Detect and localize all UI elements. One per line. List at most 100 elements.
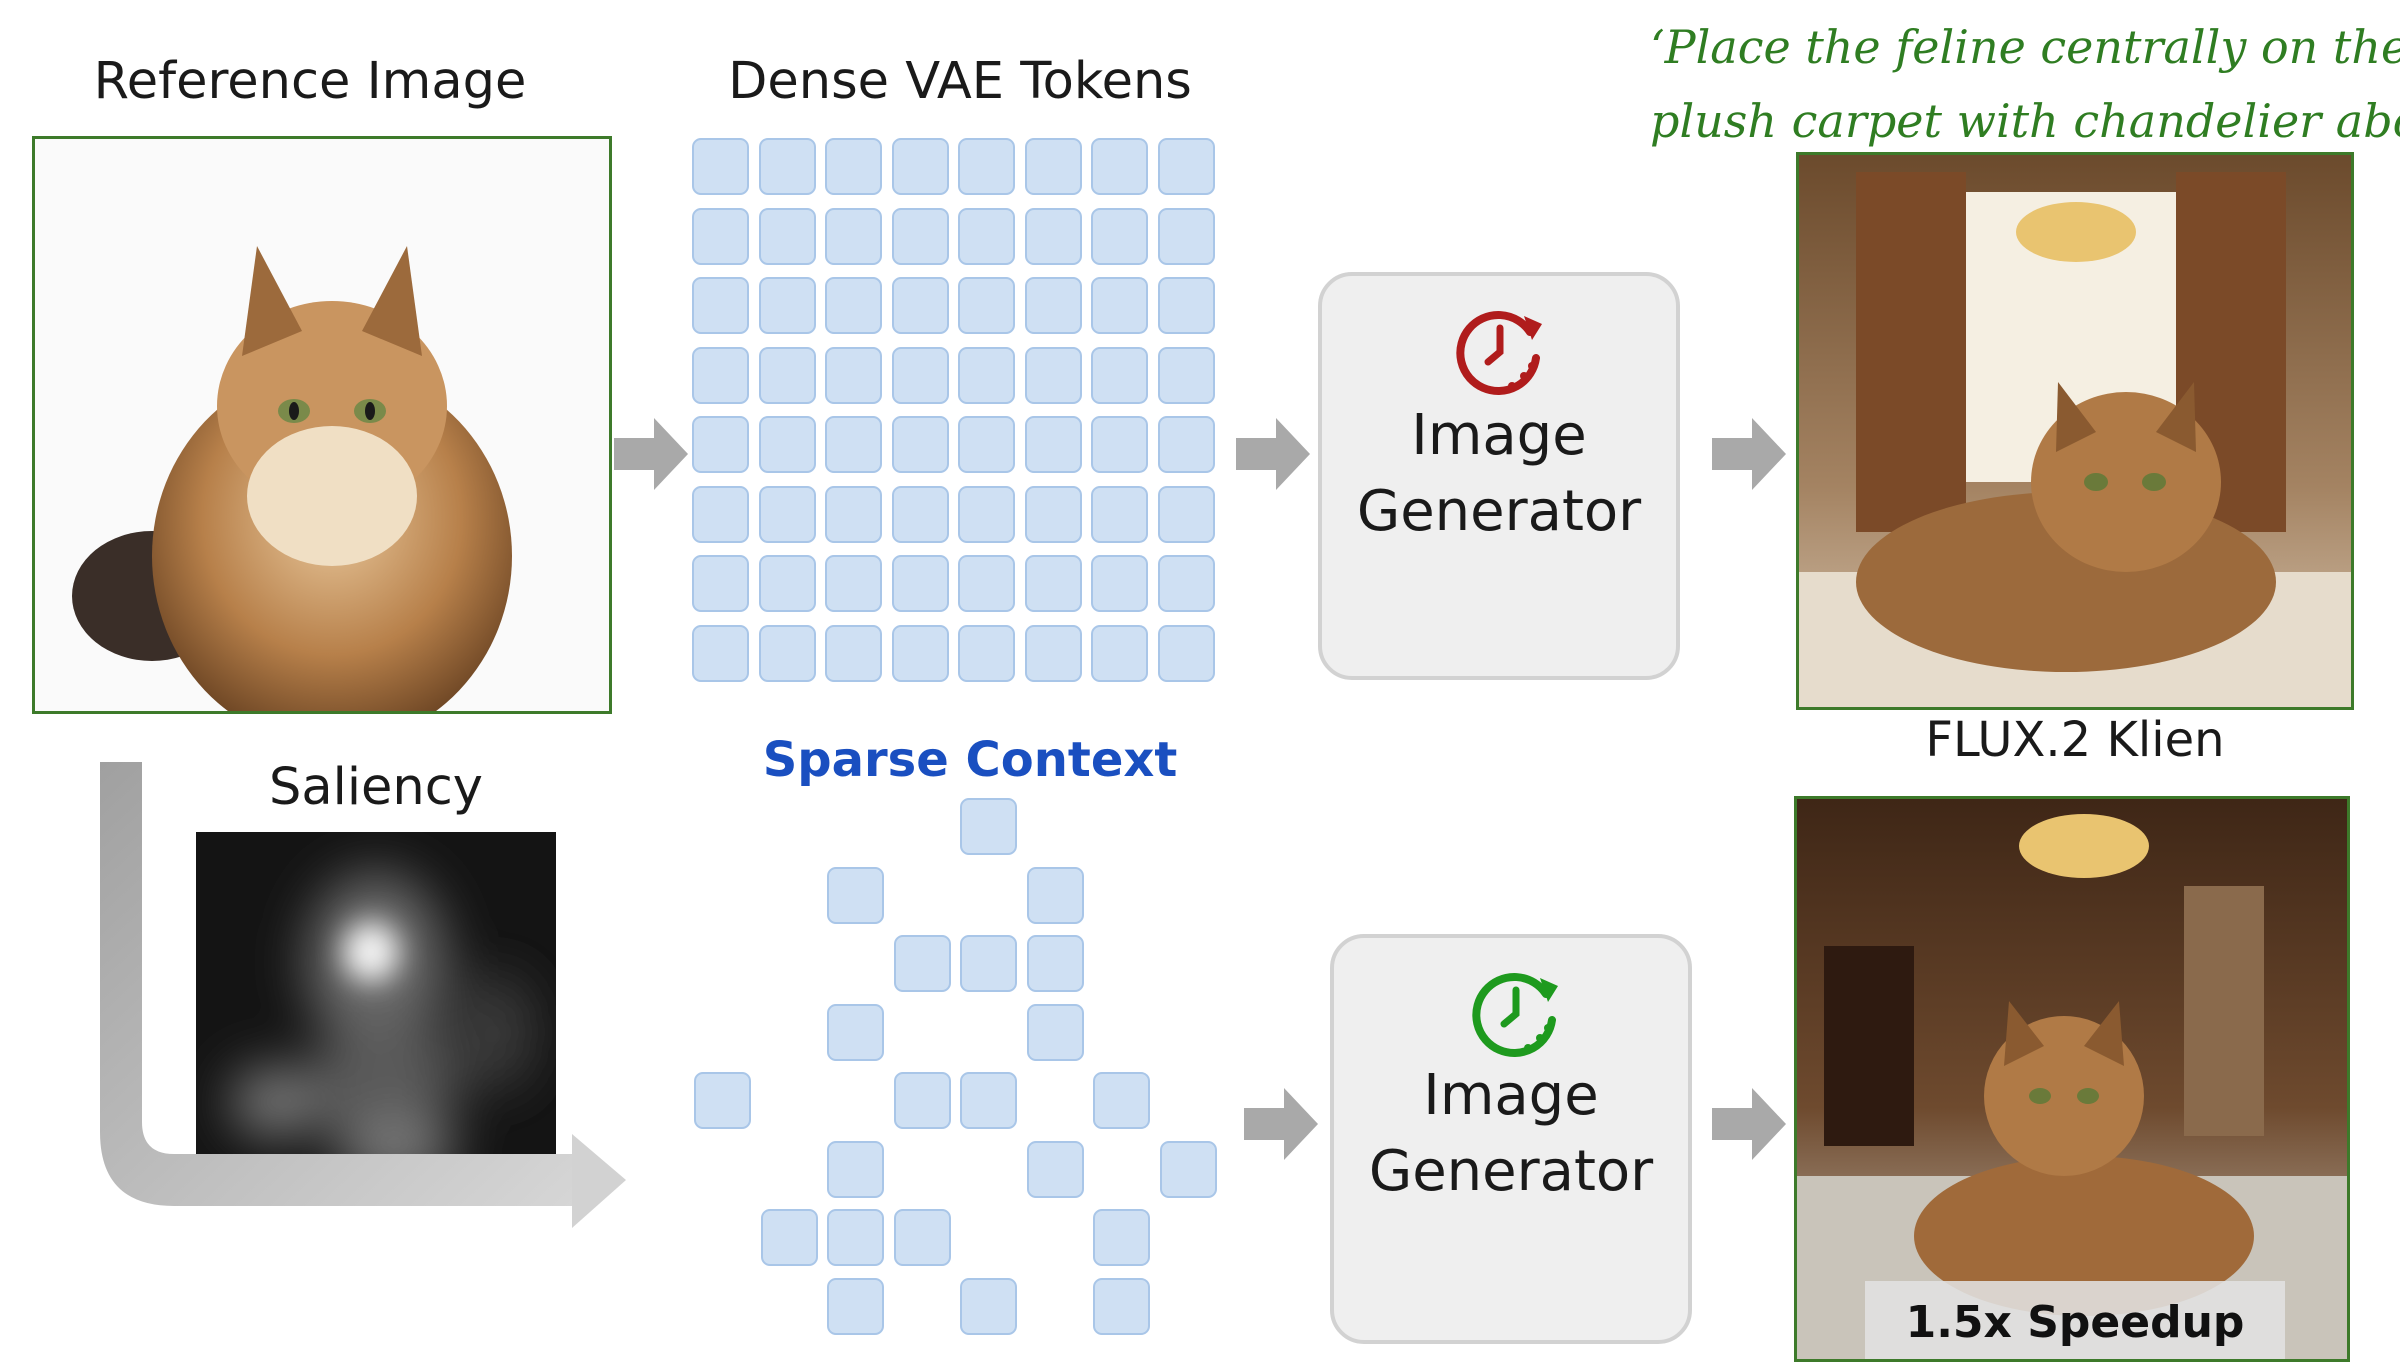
flux-result-image xyxy=(1796,152,2354,710)
arrow-right-icon xyxy=(1236,418,1310,490)
sparse-context-label: Sparse Context xyxy=(762,732,1178,788)
dense-token xyxy=(825,277,882,334)
reference-cat-illustration xyxy=(72,246,512,711)
generator-top-line2: Generator xyxy=(1356,479,1642,544)
sparse-token xyxy=(893,1072,951,1129)
dense-token xyxy=(1024,624,1082,682)
clock-icon-slow xyxy=(1456,311,1542,395)
dense-token xyxy=(1024,416,1082,473)
dense-token xyxy=(1157,555,1215,612)
dense-token xyxy=(958,207,1015,265)
dense-token xyxy=(891,138,949,195)
sparse-token xyxy=(827,866,884,924)
sparse-token xyxy=(1026,866,1084,924)
generator-bottom-line2: Generator xyxy=(1368,1139,1654,1204)
bent-arrow-icon xyxy=(100,762,626,1228)
sparse-token xyxy=(1026,935,1084,992)
speedup-badge: 1.5x Speedup xyxy=(1865,1281,2285,1359)
dense-token xyxy=(758,346,816,404)
dense-token xyxy=(758,624,816,682)
sparse-token xyxy=(827,1140,884,1198)
dense-token xyxy=(958,485,1015,543)
generator-top-line1: Image xyxy=(1411,403,1587,468)
clock-icon-fast xyxy=(1472,973,1558,1057)
arrow-right-icon xyxy=(1712,418,1786,490)
speedup-label: 1.5x Speedup xyxy=(1905,1297,2245,1348)
reference-image-label: Reference Image xyxy=(93,52,527,111)
sparse-token xyxy=(1159,1140,1217,1198)
dense-token xyxy=(825,207,882,265)
dense-token xyxy=(1024,555,1082,612)
dense-token xyxy=(758,138,816,195)
dense-token xyxy=(692,416,749,473)
dense-token xyxy=(1024,138,1082,195)
dense-token xyxy=(1157,624,1215,682)
sparse-token xyxy=(1093,1209,1150,1266)
dense-token xyxy=(1091,416,1148,473)
arrow-right-icon xyxy=(1712,1088,1786,1160)
dense-token xyxy=(692,555,749,612)
dense-token xyxy=(758,277,816,334)
sparse-cat-illustration xyxy=(1797,799,2347,1359)
dense-token xyxy=(692,346,749,404)
image-generator-top: Image Generator xyxy=(1318,272,1680,680)
dense-token xyxy=(1091,346,1148,404)
flux-cat-illustration xyxy=(1799,155,2351,707)
sparse-token xyxy=(960,935,1017,992)
dense-token xyxy=(958,624,1015,682)
dense-token xyxy=(1157,138,1215,195)
sparse-token xyxy=(893,1209,951,1266)
dense-token xyxy=(1091,277,1148,334)
dense-tokens-label: Dense VAE Tokens xyxy=(728,52,1192,111)
dense-token xyxy=(1091,624,1148,682)
sparse-token xyxy=(960,1277,1017,1335)
sparse-token xyxy=(1026,1140,1084,1198)
sparse-token xyxy=(760,1209,818,1266)
dense-token xyxy=(1024,346,1082,404)
dense-token xyxy=(692,277,749,334)
dense-token xyxy=(692,624,749,682)
prompt-line-1: ‘Place the feline centrally on the xyxy=(1650,20,2400,74)
dense-token xyxy=(758,207,816,265)
dense-token xyxy=(1157,277,1215,334)
saliency-map xyxy=(196,832,556,1188)
dense-token xyxy=(825,555,882,612)
dense-token xyxy=(891,416,949,473)
dense-token xyxy=(891,624,949,682)
dense-token xyxy=(758,555,816,612)
dense-token xyxy=(1157,346,1215,404)
dense-token xyxy=(825,138,882,195)
dense-token xyxy=(958,555,1015,612)
dense-token xyxy=(958,277,1015,334)
dense-token xyxy=(692,207,749,265)
dense-token xyxy=(1157,207,1215,265)
flux-label: FLUX.2 Klien xyxy=(1925,712,2225,768)
reference-image xyxy=(32,136,612,714)
sparse-token xyxy=(827,1277,884,1335)
arrow-right-icon xyxy=(614,418,688,490)
dense-token xyxy=(825,624,882,682)
dense-token xyxy=(758,485,816,543)
sparse-token xyxy=(1093,1277,1150,1335)
dense-token xyxy=(1091,207,1148,265)
sparse-token xyxy=(893,935,951,992)
dense-token xyxy=(1091,138,1148,195)
sparse-token xyxy=(1026,1003,1084,1061)
dense-token xyxy=(891,207,949,265)
sparse-result-image: 1.5x Speedup xyxy=(1794,796,2350,1362)
dense-token xyxy=(1091,555,1148,612)
dense-token xyxy=(1024,277,1082,334)
dense-token xyxy=(891,555,949,612)
prompt-line-2: plush carpet with chandelier above’ xyxy=(1650,94,2400,148)
sparse-token xyxy=(827,1209,884,1266)
dense-token xyxy=(825,346,882,404)
dense-token xyxy=(958,346,1015,404)
dense-token xyxy=(1024,485,1082,543)
sparse-token xyxy=(694,1072,751,1129)
dense-token xyxy=(1091,485,1148,543)
dense-token xyxy=(891,277,949,334)
dense-token xyxy=(692,138,749,195)
dense-token xyxy=(958,416,1015,473)
dense-token xyxy=(891,346,949,404)
generator-bottom-line1: Image xyxy=(1423,1063,1599,1128)
